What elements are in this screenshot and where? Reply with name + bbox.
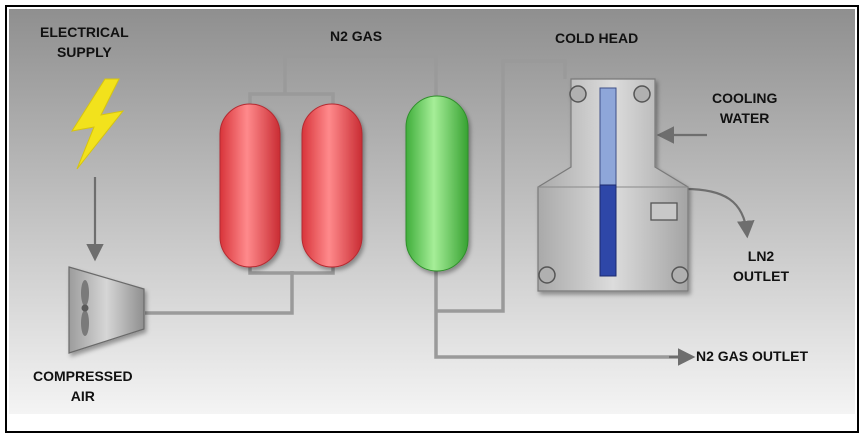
compressed-air-label: COMPRESSED AIR [33,366,133,406]
control-panel [650,202,678,221]
cooling-water-label: COOLING WATER [712,88,777,128]
n2-gas-outlet-label: N2 GAS OUTLET [696,348,809,364]
cooling-water-label-line1: COOLING [712,90,778,106]
ln2-outlet-arrow [684,187,755,239]
ln2-plant-diagram [9,9,855,414]
sight-glass-upper [599,87,617,186]
compressed-air-label-line2: AIR [70,388,95,404]
red-vessel-left [219,103,281,268]
n2-gas-label: N2 GAS [330,28,383,44]
cold-head-label: COLD HEAD [555,30,639,46]
ln2-outlet-label-line1: LN2 [747,248,775,264]
cooling-water-label-line2: WATER [719,110,770,126]
lightning-icon [70,78,125,170]
electrical-supply-label-line2: SUPPLY [56,44,112,60]
sight-glass-lower [599,184,617,277]
red-vessel-right [301,103,363,268]
compressed-air-label-line1: COMPRESSED [33,368,133,384]
air-compressor-icon [68,266,145,354]
electrical-supply-label-line1: ELECTRICAL [40,24,129,40]
cold-head-unit [537,78,689,292]
electrical-supply-label: ELECTRICAL SUPPLY [40,22,129,62]
arrows [86,126,755,366]
ln2-outlet-label-line2: OUTLET [733,268,789,284]
red-adsorption-vessels [219,103,363,268]
ln2-outlet-label: LN2 OUTLET [733,246,789,286]
green-vessel [405,95,469,272]
